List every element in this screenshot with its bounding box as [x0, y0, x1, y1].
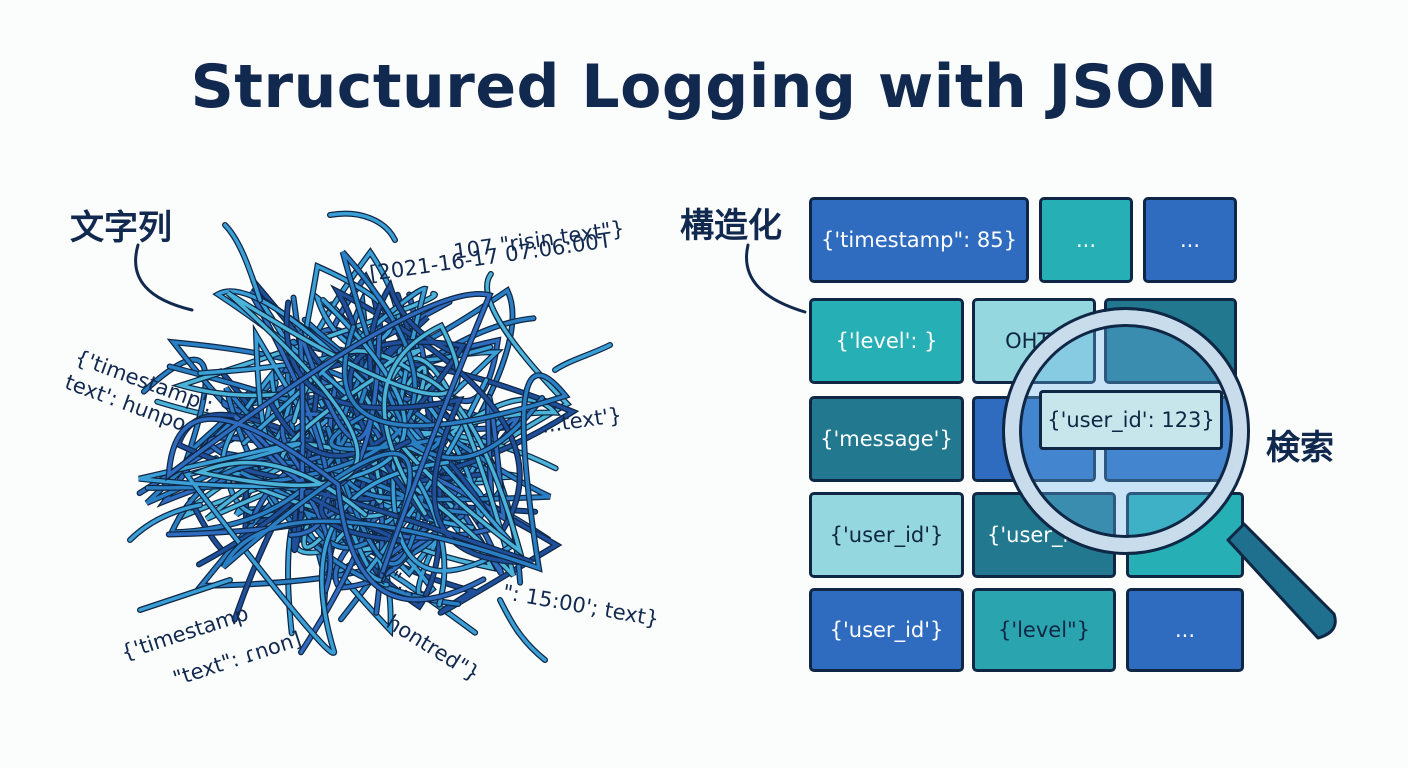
string-loose-end — [328, 212, 397, 242]
label-pointer — [134, 243, 194, 312]
log-cell: {'level"} — [972, 588, 1116, 672]
log-cell: {'user_id'} — [809, 492, 964, 578]
string-loose-end — [498, 598, 547, 662]
string-strand — [269, 281, 466, 521]
log-cell: {'user_id'} — [809, 588, 964, 672]
log-cell: {'timestamp": 85} — [809, 197, 1029, 283]
page-title: Structured Logging with JSON — [190, 52, 1218, 122]
string-strand — [193, 291, 460, 517]
string-strand — [166, 292, 492, 602]
magnifying-glass-icon: {'user_id': 123} — [1002, 307, 1255, 560]
structured-label: 構造化 — [680, 206, 782, 246]
log-cell: {'message'} — [809, 396, 964, 482]
log-cell: ... — [1039, 197, 1133, 283]
label-pointer — [745, 243, 807, 314]
string-strand — [138, 298, 449, 655]
string-loose-end — [553, 343, 612, 372]
magnified-record: {'user_id': 123} — [1039, 390, 1223, 450]
string-loose-end — [138, 578, 232, 612]
string-strand — [221, 325, 569, 571]
string-tangle — [127, 210, 613, 663]
string-label: 文字列 — [70, 208, 172, 248]
string-loose-end — [128, 503, 202, 542]
string-strand — [285, 300, 534, 565]
string-loose-end — [223, 223, 262, 302]
log-cell: ... — [1143, 197, 1237, 283]
log-cell: {'level': } — [809, 298, 964, 384]
search-label: 検索 — [1266, 428, 1334, 468]
log-cell: ... — [1126, 588, 1244, 672]
string-strand — [233, 326, 382, 593]
